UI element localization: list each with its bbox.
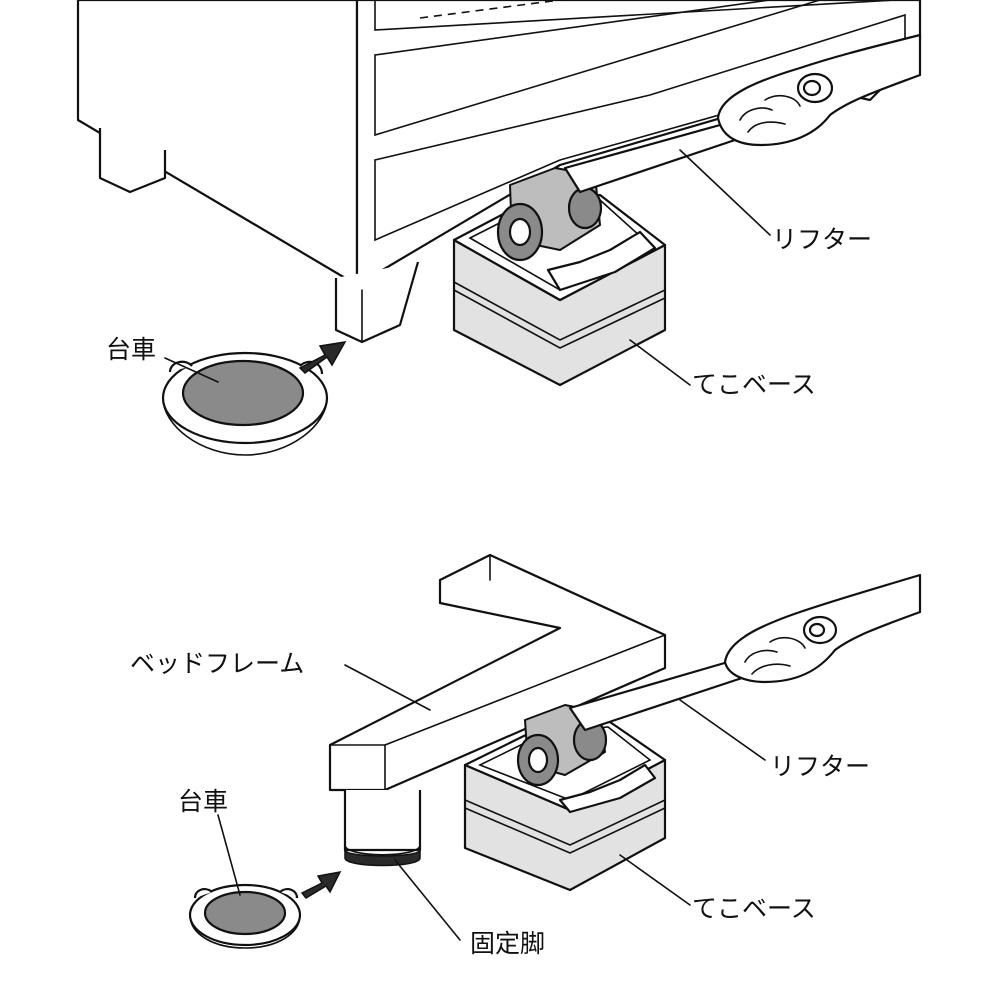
cart-tab-left (168, 360, 193, 373)
drawer-1 (374, 0, 896, 31)
bottom-cart-label: 台車 (178, 787, 228, 816)
bottom-lifter-label: リフター (770, 752, 870, 781)
top-cart-leader (164, 357, 219, 383)
top-teko-base-label: てこベース (692, 370, 816, 399)
bottom-teko-base-label: てこベース (692, 894, 816, 923)
cart-tab-right (279, 888, 299, 899)
drawer-2 (374, 0, 821, 137)
cabinet-back-foot (98, 128, 167, 194)
fixed-leg-body (343, 790, 422, 852)
top-cart (161, 351, 329, 456)
top-cart-label: 台車 (106, 335, 156, 364)
bottom-lifter-leader (679, 699, 766, 761)
bottom-cart-leader (217, 814, 241, 896)
top-lifter-label: リフター (772, 225, 872, 254)
bed-frame-label: ベッドフレーム (130, 649, 304, 678)
top-teko-base-leader (629, 339, 691, 386)
top-figure: 台車 リフター てこベース (76, 0, 922, 456)
fixed-leg (343, 790, 422, 867)
cart-tab-left (193, 888, 213, 899)
bottom-fixed-leg-leader (394, 859, 461, 941)
bottom-teko-base-leader (619, 854, 691, 906)
fixed-leg-label: 固定脚 (470, 929, 545, 958)
bottom-cart (188, 883, 302, 949)
bottom-direction-arrow (300, 870, 342, 899)
bottom-bed-frame-leader (344, 664, 431, 711)
top-hand (716, 33, 922, 147)
top-direction-arrow (298, 341, 347, 374)
bottom-hand (723, 573, 922, 684)
cart-pad (181, 359, 305, 427)
bottom-lifter-head (516, 704, 657, 814)
cart-pad (203, 890, 287, 936)
lifter-wheel-right (567, 186, 603, 230)
bottom-figure: ベッドフレーム 台車 リフター てこベース 固定脚 (130, 553, 922, 958)
fixed-leg-foot (344, 849, 421, 867)
top-lifter-leader (679, 149, 771, 236)
